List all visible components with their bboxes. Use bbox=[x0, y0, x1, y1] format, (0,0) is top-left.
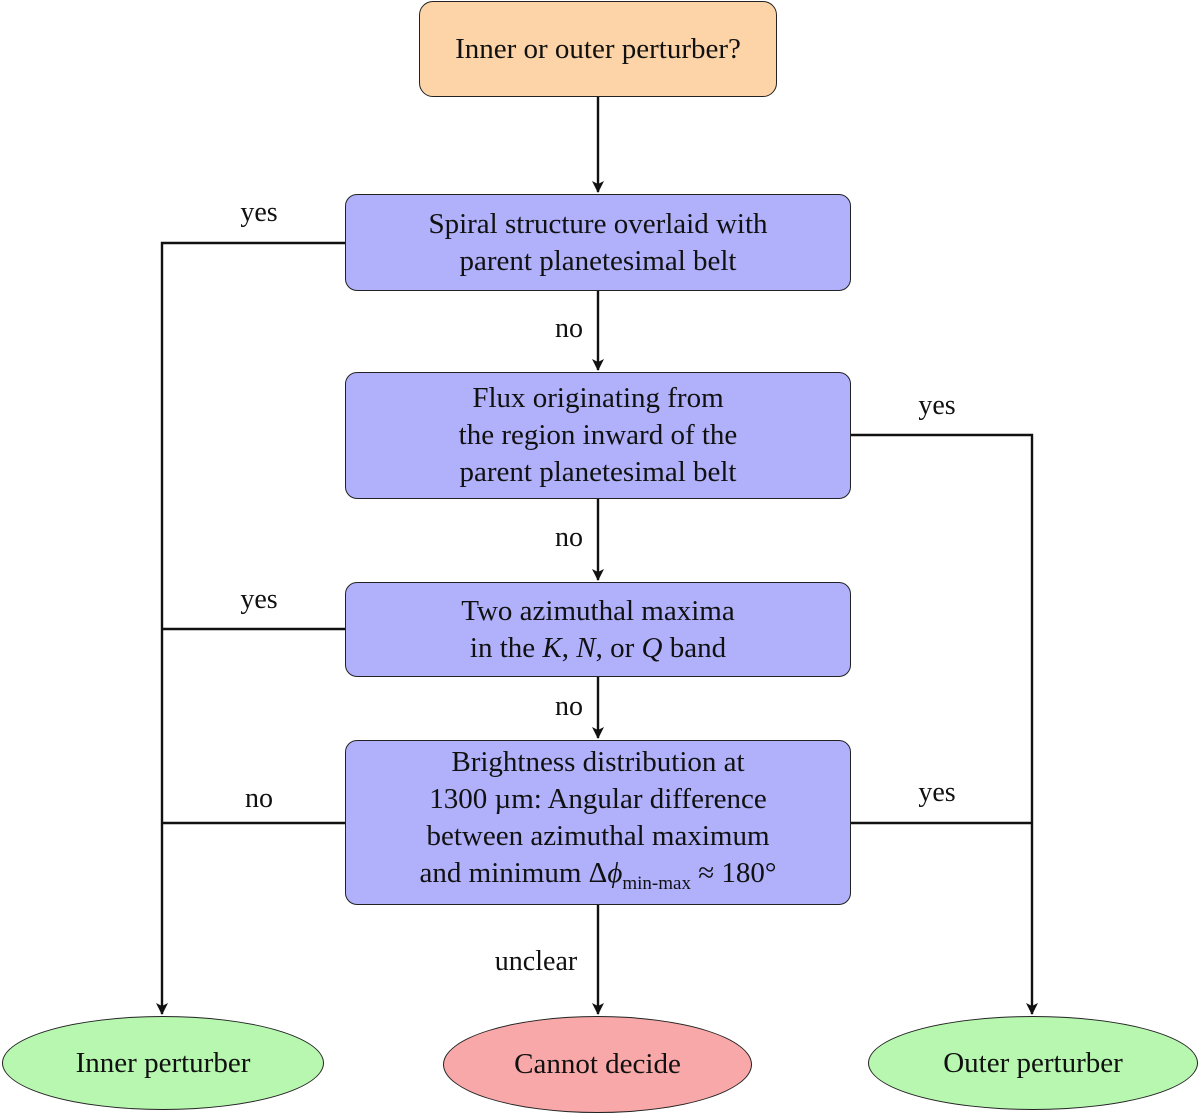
outcome-cannot-decide: Cannot decide bbox=[443, 1016, 752, 1113]
band-n: N bbox=[576, 631, 596, 664]
outcome-outer-text: Outer perturber bbox=[943, 1046, 1123, 1079]
label-q4-yes: yes bbox=[918, 777, 956, 808]
start-node: Inner or outer perturber? bbox=[419, 1, 777, 97]
outcome-inner-perturber: Inner perturber bbox=[2, 1016, 324, 1110]
question-brightness-line-4: and minimum Δϕmin-max ≈ 180° bbox=[420, 855, 777, 902]
edge-q1-to-inner bbox=[156, 241, 345, 1015]
question-inner-flux: Flux originating from the region inward … bbox=[345, 372, 851, 499]
brightness-line-4-prefix: and minimum Δ bbox=[419, 856, 608, 889]
question-maxima-line-2: in the K, N, or Q band bbox=[469, 631, 727, 664]
outcome-inner-text: Inner perturber bbox=[75, 1046, 251, 1079]
label-q1-no: no bbox=[555, 313, 583, 344]
label-q4-unclear: unclear bbox=[494, 946, 578, 977]
question-spiral-structure: Spiral structure overlaid with parent pl… bbox=[345, 194, 851, 291]
band-or: or bbox=[610, 631, 635, 664]
maxima-suffix: band bbox=[669, 631, 727, 664]
brightness-line-4-suffix: ≈ 180° bbox=[698, 856, 777, 889]
outcome-cannot-text: Cannot decide bbox=[514, 1048, 681, 1080]
label-q2-yes: yes bbox=[918, 390, 956, 421]
label-q3-no: no bbox=[555, 691, 583, 722]
question-spiral-line-2: parent planetesimal belt bbox=[459, 244, 737, 277]
question-brightness-line-1: Brightness distribution at bbox=[451, 745, 745, 778]
phi-symbol: ϕ bbox=[607, 856, 623, 889]
question-spiral-line-1: Spiral structure overlaid with bbox=[428, 207, 768, 240]
question-brightness-line-3: between azimuthal maximum bbox=[426, 819, 770, 852]
label-q4-no: no bbox=[245, 783, 273, 814]
question-brightness-distribution: Brightness distribution at 1300 µm: Angu… bbox=[345, 740, 851, 905]
label-q1-yes: yes bbox=[240, 197, 278, 228]
min-max-subscript: min-max bbox=[622, 872, 691, 894]
outcome-outer-perturber: Outer perturber bbox=[868, 1016, 1198, 1110]
start-node-text: Inner or outer perturber? bbox=[455, 32, 741, 65]
question-brightness-line-2: 1300 µm: Angular difference bbox=[429, 782, 767, 815]
label-q3-yes: yes bbox=[240, 584, 278, 615]
question-maxima-line-1: Two azimuthal maxima bbox=[461, 594, 735, 627]
band-q: Q bbox=[641, 631, 663, 664]
question-azimuthal-maxima: Two azimuthal maxima in the K, N, or Q b… bbox=[345, 582, 851, 677]
question-flux-line-2: the region inward of the bbox=[458, 419, 738, 451]
band-k: K bbox=[542, 631, 562, 664]
label-q2-no: no bbox=[555, 522, 583, 553]
question-flux-line-1: Flux originating from bbox=[472, 382, 724, 414]
question-flux-line-3: parent planetesimal belt bbox=[459, 456, 737, 488]
maxima-prefix: in the bbox=[469, 631, 536, 664]
edge-q2-to-outer bbox=[851, 433, 1038, 1015]
